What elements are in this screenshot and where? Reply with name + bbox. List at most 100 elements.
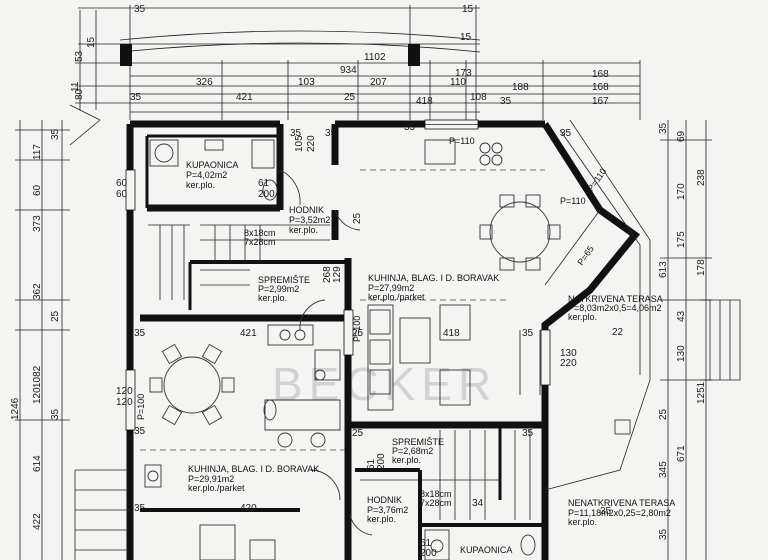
- doors: [279, 169, 541, 536]
- dim-right-69: 69: [676, 130, 687, 142]
- watermark: BECKER: [272, 358, 497, 410]
- room-area: P=11,18m2x0,25=2,80m2: [568, 508, 671, 518]
- room-label-bathroom-upper: KUPAONICA P=4,02m2 ker.plo.: [186, 160, 238, 190]
- stair-label: 7x28cm: [420, 498, 452, 508]
- dim-left-1246: 1246: [10, 397, 21, 420]
- window-dim: 60: [116, 189, 128, 200]
- dim-top-167: 167: [592, 96, 609, 107]
- door-dim: 61: [420, 538, 432, 549]
- door-dim: 61: [258, 178, 270, 189]
- upper-kitchen-furniture: [360, 139, 561, 411]
- dim-right-238: 238: [696, 169, 707, 186]
- dim-top-421: 421: [236, 92, 253, 103]
- window-dim: P=100: [136, 394, 146, 420]
- room-floor: ker.plo./parket: [368, 292, 425, 302]
- room-floor: ker.plo.: [392, 455, 421, 465]
- dim-top-15b: 15: [460, 32, 472, 43]
- dim-right-175: 175: [676, 231, 687, 248]
- dim-right-671: 671: [676, 445, 687, 462]
- dim-top-173: 173: [455, 68, 472, 79]
- room-name: HODNIK: [289, 205, 324, 215]
- dim-right-25: 25: [658, 408, 669, 420]
- door-dim: 61: [366, 458, 377, 470]
- dim-left-362: 362: [32, 283, 43, 300]
- dim-top-35c: 35: [134, 4, 146, 15]
- door-dim: 220: [306, 135, 317, 152]
- dim-right-35: 35: [658, 122, 669, 134]
- dim-right-43: 43: [676, 310, 687, 322]
- dim-top-207: 207: [370, 77, 387, 88]
- room-label-storage-lower: SPREMIŠTE P=2,68m2 ker.plo.: [392, 437, 444, 465]
- room-floor: ker.plo.: [367, 514, 396, 524]
- inner-dim: 420: [240, 503, 257, 514]
- dim-right-178: 178: [696, 259, 707, 276]
- dim-left-25: 25: [50, 310, 61, 322]
- dim-right-130: 130: [676, 345, 687, 362]
- bathroom-fixtures-lower: [424, 529, 536, 560]
- room-area: P=4,02m2: [186, 170, 227, 180]
- room-label-hallway-lower: HODNIK P=3,76m2 ker.plo.: [367, 495, 408, 524]
- dim-left-35b: 35: [50, 408, 61, 420]
- door-dim: 200: [376, 453, 387, 470]
- inner-dim: 418: [443, 328, 460, 339]
- dim-top-418: 418: [416, 96, 433, 107]
- window-dim: P=65: [575, 244, 595, 267]
- inner-dim: 421: [240, 328, 257, 339]
- room-label-uncovered-terrace: NENATKRIVENA TERASA P=11,18m2x0,25=2,80m…: [568, 498, 675, 527]
- room-floor: ker.plo.: [186, 180, 215, 190]
- stair-dim: 34: [472, 498, 484, 509]
- inner-dim: 35: [522, 428, 534, 439]
- dim-left-53: 53: [74, 50, 85, 62]
- dim-top-103: 103: [298, 77, 315, 88]
- room-area: P=29,91m2: [188, 474, 234, 484]
- window-dim: P=110: [560, 196, 586, 206]
- dim-top-326: 326: [196, 77, 213, 88]
- inner-dim: 35: [134, 426, 146, 437]
- room-label-hallway-upper: HODNIK P=3,52m2 ker.plo.: [289, 205, 330, 235]
- inner-dim: 25: [352, 428, 364, 439]
- window-dim: P=110: [449, 136, 475, 146]
- door-dim: 130: [560, 348, 577, 359]
- stair-label: 8x18cm: [420, 489, 452, 499]
- dim-right-170: 170: [676, 183, 687, 200]
- dim-right-613: 613: [658, 261, 669, 278]
- dim-left-1082: 1082: [32, 365, 43, 388]
- inner-dim: 35: [560, 128, 572, 139]
- right-dimension-lines: [660, 120, 712, 560]
- inner-dim: 35: [134, 328, 146, 339]
- room-label-storage-upper: SPREMIŠTE P=2,99m2 ker.plo.: [258, 275, 310, 303]
- dim-left-15: 15: [86, 36, 97, 48]
- room-floor: ker.plo.: [568, 517, 597, 527]
- room-floor: ker.plo.: [568, 312, 597, 322]
- dim-top-934: 934: [340, 65, 357, 76]
- inner-dim: 35: [325, 128, 337, 139]
- room-floor: ker.plo.: [289, 225, 318, 235]
- door-dim: 200: [258, 189, 275, 200]
- room-label-kitchen-upper: KUHINJA, BLAG. I D. BORAVAK P=27,99m2 ke…: [368, 273, 499, 302]
- room-label-covered-terrace: NATKRIVENA TERASA P=8,03m2x0,5=4,06m2 ke…: [568, 294, 663, 322]
- door-dim: 105: [294, 135, 305, 152]
- dim-top-168b: 168: [592, 82, 609, 93]
- dim-left-80: 80: [74, 88, 85, 100]
- dim-left-117: 117: [32, 144, 43, 160]
- dim-left-35: 35: [50, 128, 61, 140]
- window-dim: 60: [116, 178, 128, 189]
- window-dim: P=100: [352, 316, 362, 342]
- room-name: SPREMIŠTE: [392, 437, 444, 447]
- inner-dim: 35: [522, 328, 534, 339]
- dim-right-1251: 1251: [696, 381, 707, 404]
- dim-top-108: 108: [470, 92, 487, 103]
- top-dimension-lines: [75, 5, 641, 120]
- dim-left-373: 373: [32, 215, 43, 232]
- room-name: KUHINJA, BLAG. I D. BORAVAK: [368, 273, 499, 283]
- door-dim: 200: [420, 548, 437, 559]
- dim-top-35b: 35: [500, 96, 512, 107]
- inner-dim: 35: [290, 128, 302, 139]
- room-name: KUPAONICA: [460, 545, 512, 555]
- window-dim: P=110: [585, 166, 608, 193]
- room-floor: ker.plo.: [258, 293, 287, 303]
- room-label-kitchen-lower: KUHINJA, BLAG. I D. BORAVAK P=29,91m2 ke…: [188, 464, 319, 493]
- inner-dim: 35: [134, 503, 146, 514]
- dim-left-11: 11: [70, 81, 81, 92]
- dim-top-35: 35: [130, 92, 142, 103]
